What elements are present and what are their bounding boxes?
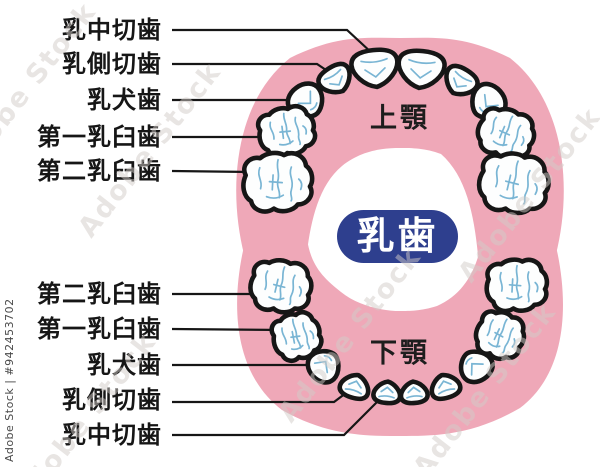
label-upper-lateral-incisor: 乳側切歯 [62,50,162,78]
label-upper-canine: 乳犬歯 [87,86,162,114]
tooth-lower-second-molar-right [484,257,549,314]
label-lower-central-incisor: 乳中切歯 [62,421,162,449]
label-lower-canine: 乳犬歯 [87,351,162,379]
lower-jaw-label: 下顎 [370,338,430,369]
label-upper-second-molar: 第二乳臼歯 [37,157,162,185]
tooth-upper-second-molar-right [477,151,551,216]
title-badge: 乳歯 [337,210,458,263]
leader-lower-lateral-incisor [172,392,347,404]
leader-lower-central-incisor [172,400,379,437]
label-lower-first-molar: 第一乳臼歯 [37,315,162,343]
leader-lower-first-molar [171,327,287,332]
leader-upper-second-molar [171,169,253,174]
tooth-upper-second-molar-left [241,150,315,215]
label-upper-first-molar: 第一乳臼歯 [37,123,162,151]
leader-upper-central-incisor [172,28,374,55]
label-lower-lateral-incisor: 乳側切歯 [62,386,162,414]
lower-gum-arch [237,230,563,436]
upper-jaw-label: 上顎 [370,103,430,134]
label-upper-central-incisor: 乳中切歯 [62,16,162,44]
tooth-lower-second-molar-left [248,258,313,315]
label-lower-second-molar: 第二乳臼歯 [37,280,162,308]
